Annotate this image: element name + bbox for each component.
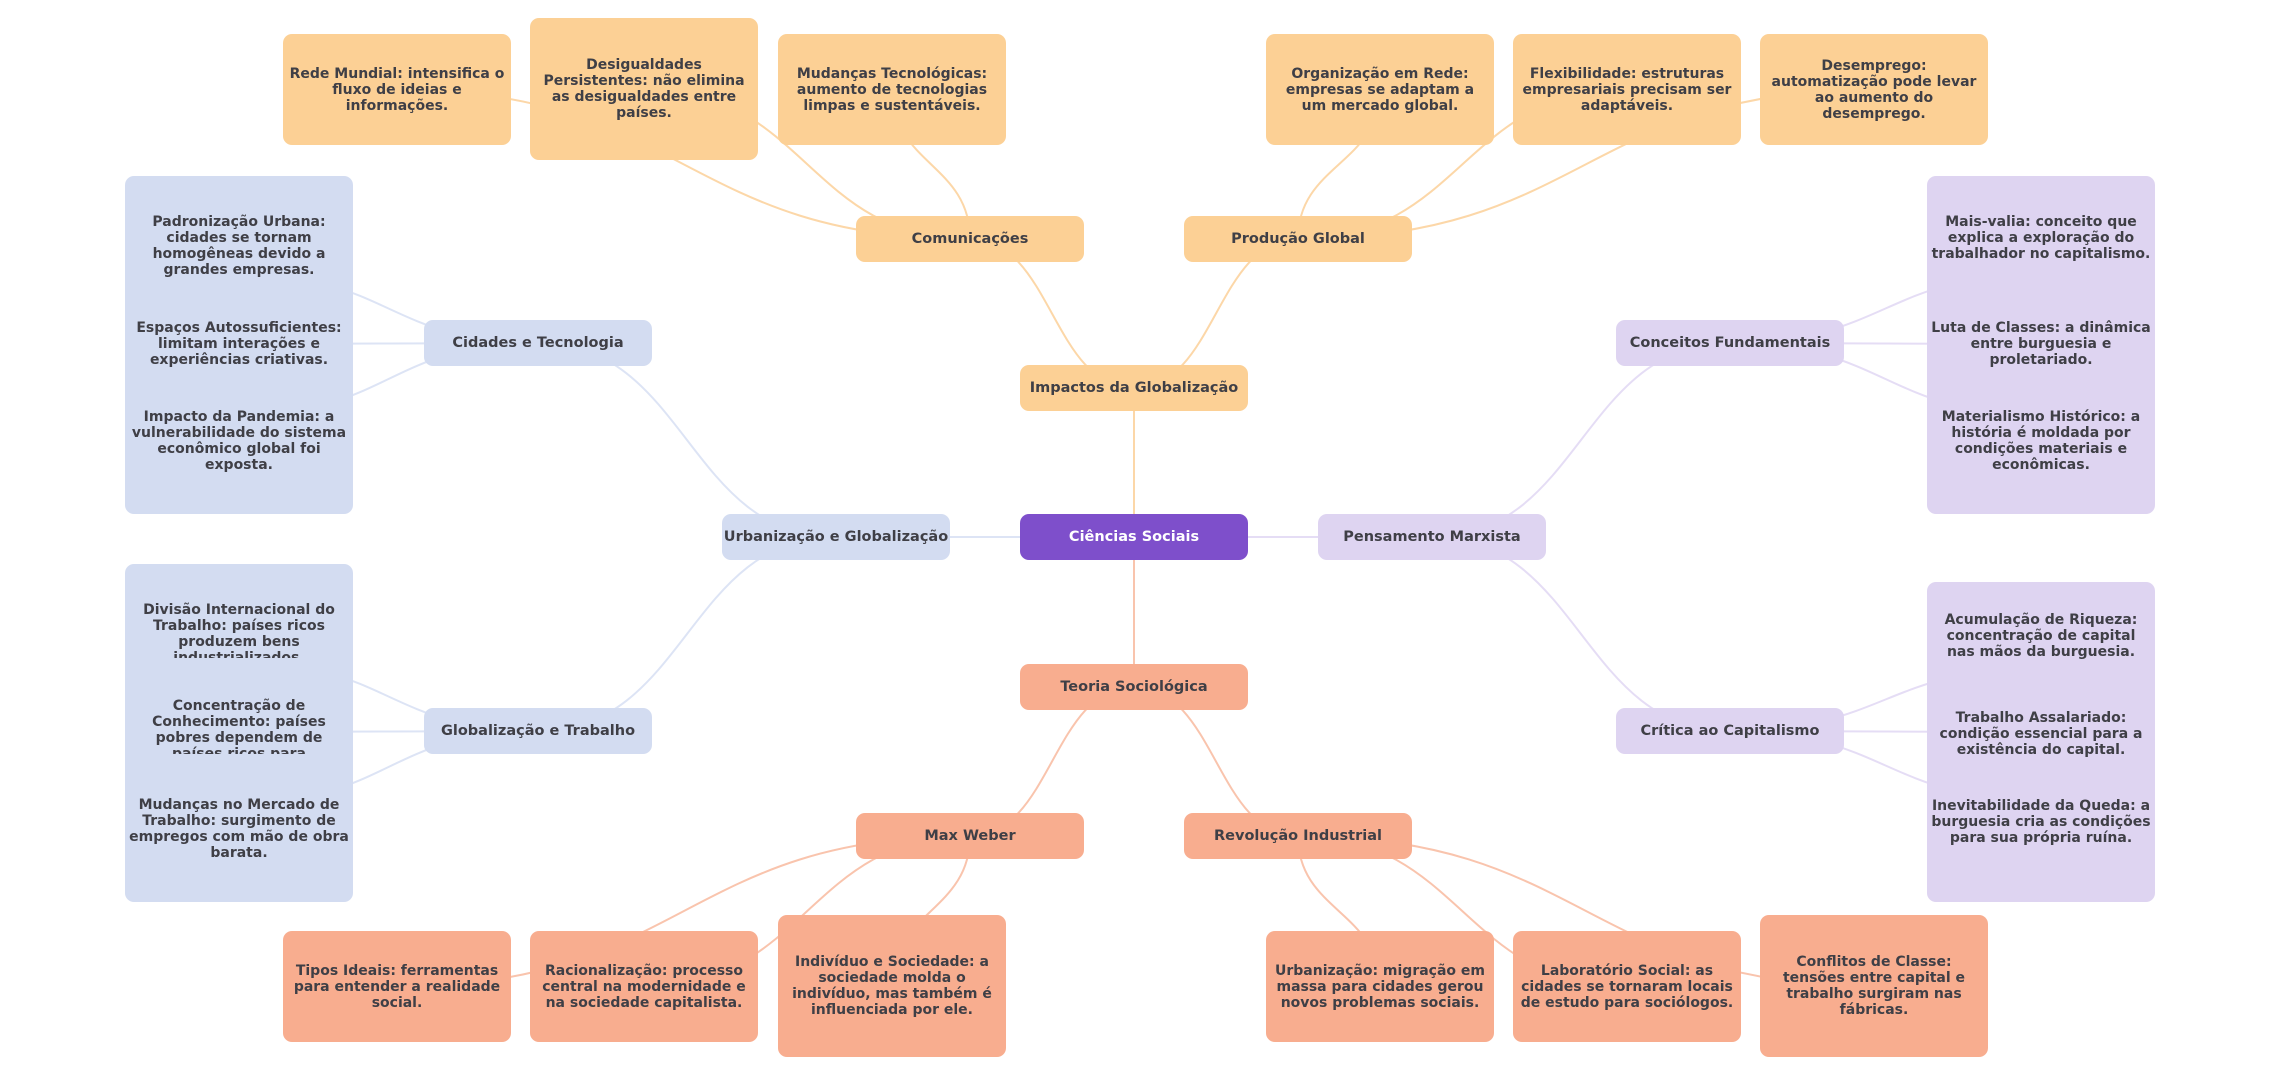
leaf-group-globalizacao-e-trabalho: Divisão Internacional do Trabalho: paíse… [125,564,353,902]
leaf-node-text: Rede Mundial: intensifica o fluxo de ide… [289,65,505,114]
leaf-item-materialismo-historico[interactable]: Materialismo Histórico: a história é mol… [1941,409,2141,473]
leaf-group-conceitos-fundamentais: Mais-valia: conceito que explica a explo… [1927,176,2155,514]
leaf-node-racionalizacao[interactable]: Racionalização: processo central na mode… [530,931,758,1042]
leaf-group-critica-ao-capitalismo: Acumulação de Riqueza: concentração de c… [1927,582,2155,902]
leaf-node-tipos-ideais[interactable]: Tipos Ideais: ferramentas para entender … [283,931,511,1042]
branch-node-urbanizacao-e-globalizacao[interactable]: Urbanização e Globalização [722,514,950,560]
leaf-item-inevitabilidade-da-queda[interactable]: Inevitabilidade da Queda: a burguesia cr… [1931,798,2151,846]
leaf-node-text: Desemprego: automatização pode levar ao … [1771,57,1977,122]
edge-urbanizacao-globtrab [537,536,837,732]
leaf-node-conflitos-de-classe[interactable]: Conflitos de Classe: tensões entre capit… [1760,915,1988,1057]
leaf-item-trabalho-assalariado[interactable]: Trabalho Assalariado: condição essencial… [1939,710,2143,758]
leaf-node-text: Indivíduo e Sociedade: a sociedade molda… [792,954,992,1018]
leaf-node-text: Flexibilidade: estruturas empresariais p… [1522,65,1732,114]
branch-node-revolucao-industrial[interactable]: Revolução Industrial [1184,813,1412,859]
leaf-node-text: Tipos Ideais: ferramentas para entender … [293,962,501,1011]
branch-node-max-weber[interactable]: Max Weber [856,813,1084,859]
leaf-node-rede-mundial[interactable]: Rede Mundial: intensifica o fluxo de ide… [283,34,511,145]
branch-node-label: Produção Global [1231,231,1365,247]
edge-marxista-conceitos [1431,342,1731,538]
branch-node-critica-ao-capitalismo[interactable]: Crítica ao Capitalismo [1616,708,1844,754]
leaf-group-cidades-e-tecnologia: Padronização Urbana: cidades se tornam h… [125,176,353,514]
branch-node-label: Revolução Industrial [1214,828,1382,844]
leaf-item-divisao-internacional[interactable]: Divisão Internacional do Trabalho: paíse… [143,602,335,658]
branch-node-pensamento-marxista[interactable]: Pensamento Marxista [1318,514,1546,560]
branch-node-impactos-da-globalizacao[interactable]: Impactos da Globalização [1020,365,1248,411]
branch-node-label: Globalização e Trabalho [440,723,636,739]
leaf-item-impacto-da-pandemia[interactable]: Impacto da Pandemia: a vulnerabilidade d… [131,409,347,473]
branch-node-globalizacao-e-trabalho[interactable]: Globalização e Trabalho [424,708,652,754]
branch-node-label: Pensamento Marxista [1343,529,1521,545]
edge-marxista-critica [1431,536,1731,732]
branch-node-label: Teoria Sociológica [1060,679,1208,695]
branch-node-label: Crítica ao Capitalismo [1640,723,1820,739]
branch-node-teoria-sociologica[interactable]: Teoria Sociológica [1020,664,1248,710]
leaf-node-urbanizacao-migracao[interactable]: Urbanização: migração em massa para cida… [1266,931,1494,1042]
branch-node-label: Conceitos Fundamentais [1629,335,1831,351]
leaf-node-text: Urbanização: migração em massa para cida… [1274,962,1486,1011]
leaf-node-desigualdades-persistentes[interactable]: Desigualdades Persistentes: não elimina … [530,18,758,160]
branch-node-conceitos-fundamentais[interactable]: Conceitos Fundamentais [1616,320,1844,366]
leaf-item-acumulacao-de-riqueza[interactable]: Acumulação de Riqueza: concentração de c… [1944,612,2138,660]
leaf-node-text: Desigualdades Persistentes: não elimina … [543,57,745,121]
leaf-node-text: Racionalização: processo central na mode… [542,962,746,1011]
leaf-item-concentracao-de-conhecimento[interactable]: Concentração de Conhecimento: países pob… [152,698,326,754]
leaf-node-text: Conflitos de Classe: tensões entre capit… [1782,954,1966,1018]
branch-node-label: Urbanização e Globalização [723,529,949,545]
leaf-node-text: Mudanças Tecnológicas: aumento de tecnol… [796,65,988,114]
branch-node-cidades-e-tecnologia[interactable]: Cidades e Tecnologia [424,320,652,366]
leaf-node-flexibilidade[interactable]: Flexibilidade: estruturas empresariais p… [1513,34,1741,145]
branch-node-label: Impactos da Globalização [1029,380,1239,396]
leaf-node-text: Organização em Rede: empresas se adaptam… [1285,65,1475,114]
leaf-item-espacos-autossuficientes[interactable]: Espaços Autossuficientes: limitam intera… [136,320,342,368]
leaf-item-padronizacao-urbana[interactable]: Padronização Urbana: cidades se tornam h… [152,214,326,278]
branch-node-label: Comunicações [911,231,1029,247]
leaf-item-mais-valia[interactable]: Mais-valia: conceito que explica a explo… [1931,214,2151,262]
edge-urbanizacao-cidades [537,342,837,538]
leaf-node-desemprego[interactable]: Desemprego: automatização pode levar ao … [1760,34,1988,145]
leaf-node-organizacao-em-rede[interactable]: Organização em Rede: empresas se adaptam… [1266,34,1494,145]
leaf-item-mudancas-no-mercado[interactable]: Mudanças no Mercado de Trabalho: surgime… [129,797,349,861]
leaf-node-text: Laboratório Social: as cidades se tornar… [1520,962,1734,1011]
branch-node-comunicacoes[interactable]: Comunicações [856,216,1084,262]
root-node-label: Ciências Sociais [1068,529,1200,545]
leaf-node-laboratorio-social[interactable]: Laboratório Social: as cidades se tornar… [1513,931,1741,1042]
leaf-node-mudancas-tecnologicas[interactable]: Mudanças Tecnológicas: aumento de tecnol… [778,34,1006,145]
root-node-ciencias-sociais[interactable]: Ciências Sociais [1020,514,1248,560]
branch-node-producao-global[interactable]: Produção Global [1184,216,1412,262]
branch-node-label: Cidades e Tecnologia [452,335,624,351]
leaf-node-individuo-e-sociedade[interactable]: Indivíduo e Sociedade: a sociedade molda… [778,915,1006,1057]
leaf-item-luta-de-classes[interactable]: Luta de Classes: a dinâmica entre burgue… [1931,320,2151,368]
branch-node-label: Max Weber [924,828,1016,844]
